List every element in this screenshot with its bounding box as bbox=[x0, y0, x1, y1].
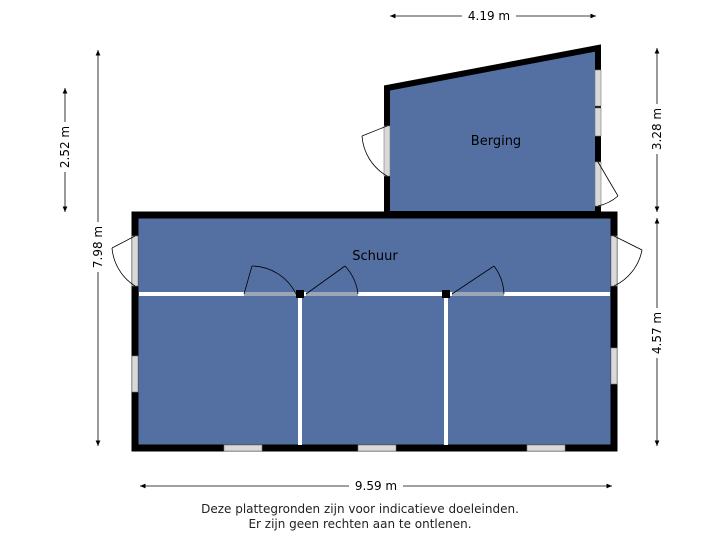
interior-doors bbox=[243, 265, 505, 296]
disclaimer-line-1: Deze plattegronden zijn voor indicatieve… bbox=[201, 502, 519, 516]
storage-room-floor bbox=[384, 44, 601, 217]
room-label-shed: Schuur bbox=[352, 249, 398, 264]
disclaimer-line-2: Er zijn geen rechten aan te ontlenen. bbox=[248, 517, 472, 531]
shed-floor bbox=[131, 211, 618, 452]
dim-right-lower-height: 4.57 m bbox=[650, 312, 664, 354]
room-label-storage: Berging bbox=[471, 134, 521, 149]
dim-bottom-width: 9.59 m bbox=[355, 479, 397, 493]
interior-walls bbox=[139, 292, 610, 445]
windows bbox=[131, 69, 618, 452]
dim-top-width: 4.19 m bbox=[468, 9, 510, 23]
wall-posts bbox=[296, 290, 450, 298]
dim-right-upper-height: 3.28 m bbox=[650, 108, 664, 150]
exterior-doors bbox=[111, 125, 643, 287]
dim-left-total-height: 7.98 m bbox=[91, 226, 105, 268]
dim-left-upper-height: 2.52 m bbox=[58, 126, 72, 168]
